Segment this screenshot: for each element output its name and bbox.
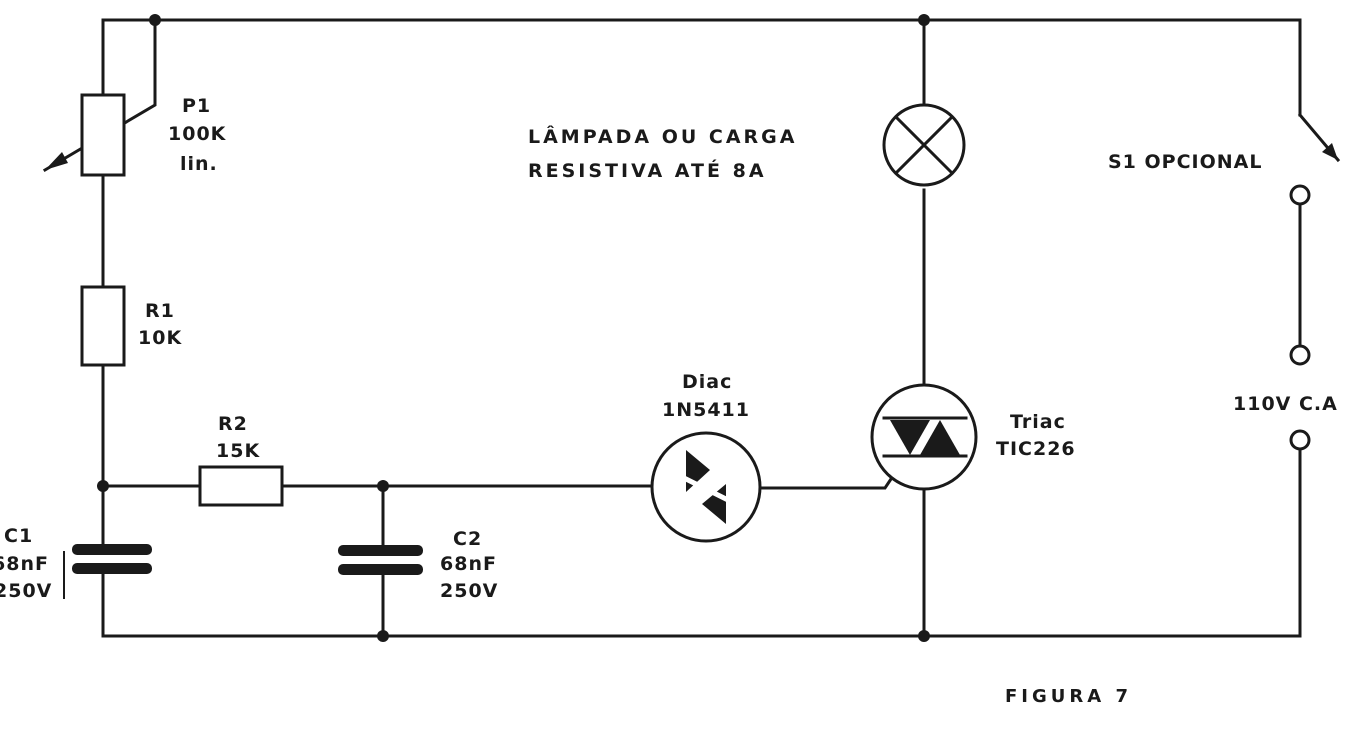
capacitor-c2: C2 68nF 250V <box>338 528 498 602</box>
junction-dot <box>377 480 389 492</box>
c1-bottom-wire <box>101 448 1302 638</box>
junction-dot <box>918 14 930 26</box>
switch-label: S1 OPCIONAL <box>1108 151 1262 173</box>
diac-part-label: 1N5411 <box>662 399 750 421</box>
triac-part-label: TIC226 <box>996 438 1076 460</box>
c1-plate-bottom <box>72 563 152 574</box>
r1-value-label: 10K <box>138 327 182 349</box>
c1-ref-label: C1 <box>4 525 33 547</box>
triac-triangle-right-icon <box>920 420 960 455</box>
wires <box>42 18 1341 638</box>
r2-ref-label: R2 <box>218 413 248 435</box>
switch-s1: S1 OPCIONAL <box>1108 143 1338 206</box>
c2-value-label: 68nF <box>440 553 497 575</box>
r1-ref-label: R1 <box>145 300 175 322</box>
triac-body <box>870 383 978 491</box>
capacitor-c1: C1 68nF 250V <box>0 525 152 602</box>
junction-dot <box>97 480 109 492</box>
lamp: LÂMPADA OU CARGA RESISTIVA ATÉ 8A <box>528 103 966 187</box>
r1-body <box>80 285 126 367</box>
p1-note-label: lin. <box>180 153 218 175</box>
junction-dot <box>377 630 389 642</box>
p1-value-label: 100K <box>168 123 227 145</box>
diac-ref-label: Diac <box>682 371 732 393</box>
top-rail-wire <box>101 18 1302 117</box>
supply-terminals: 110V C.A <box>1233 344 1338 451</box>
supply-terminal-bottom <box>1289 429 1311 451</box>
triac: Triac TIC226 <box>870 383 1076 491</box>
r2-body <box>198 465 284 507</box>
c2-plate-bottom <box>338 564 423 575</box>
r2-value-label: 15K <box>216 440 260 462</box>
diac: Diac 1N5411 <box>650 371 762 543</box>
junction-dot <box>149 14 161 26</box>
c2-ref-label: C2 <box>453 528 482 550</box>
p1-ref-label: P1 <box>182 95 211 117</box>
supply-label: 110V C.A <box>1233 393 1338 415</box>
potentiometer-p1: P1 100K lin. <box>45 93 227 177</box>
triac-ref-label: Triac <box>1010 411 1066 433</box>
switch-arrow-icon <box>1322 143 1338 160</box>
switch-terminal-top <box>1289 184 1311 206</box>
p1-arrow-icon <box>45 152 68 170</box>
c2-plate-top <box>338 545 423 556</box>
figure-caption: FIGURA 7 <box>1005 686 1132 707</box>
junctions <box>97 14 930 642</box>
c1-value-label: 68nF <box>0 553 49 575</box>
c1-plate-top <box>72 544 152 555</box>
lamp-label-line1: LÂMPADA OU CARGA <box>528 125 797 148</box>
p1-body <box>80 93 126 177</box>
resistor-r2: R2 15K <box>198 413 284 507</box>
supply-terminal-top <box>1289 344 1311 366</box>
c1-voltage-label: 250V <box>0 580 52 602</box>
junction-dot <box>918 630 930 642</box>
lamp-label-line2: RESISTIVA ATÉ 8A <box>528 159 767 182</box>
resistor-r1: R1 10K <box>80 285 182 367</box>
triac-triangle-left-icon <box>890 420 930 455</box>
diac-bar <box>680 474 732 504</box>
lamp-cross-icon <box>893 114 955 176</box>
c2-voltage-label: 250V <box>440 580 498 602</box>
